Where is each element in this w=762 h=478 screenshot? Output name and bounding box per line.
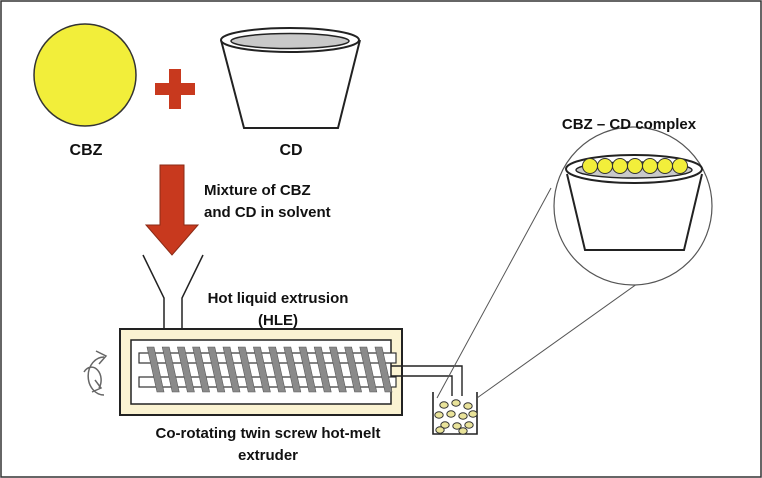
screw-flight <box>298 346 317 393</box>
screw-flight <box>283 346 302 393</box>
pellet <box>458 427 468 435</box>
cbz-molecule <box>657 158 673 174</box>
complex-zoom-circle <box>553 126 713 286</box>
hle-label-line2: (HLE) <box>258 312 298 329</box>
hle-label-line1: Hot liquid extrusion <box>208 290 349 307</box>
pellet <box>446 410 456 418</box>
cbz-molecule <box>612 158 628 174</box>
cbz-molecule <box>582 158 598 174</box>
pellet <box>463 402 473 410</box>
screw-flight <box>268 346 286 393</box>
screw-flight <box>146 346 165 393</box>
pellet <box>451 399 461 407</box>
cyclodextrin-cup <box>220 27 361 129</box>
down-arrow-icon <box>144 164 200 256</box>
screw-flight <box>207 346 226 393</box>
pellet <box>439 401 449 409</box>
screw-flight <box>177 346 195 393</box>
screw-flight <box>329 346 347 393</box>
screw-flight <box>161 346 180 393</box>
cbz-molecule <box>627 158 643 174</box>
pellet <box>434 411 444 419</box>
feed-funnel <box>142 254 204 330</box>
pellet <box>435 426 445 434</box>
cbz-molecule <box>597 158 613 174</box>
mixture-label-line2: and CD in solvent <box>204 204 331 221</box>
plus-icon <box>155 69 195 109</box>
cbz-molecule <box>672 158 688 174</box>
extruder-label-line1: Co-rotating twin screw hot-melt <box>156 425 381 442</box>
screw-flight <box>192 346 210 393</box>
mixture-label-line1: Mixture of CBZ <box>204 182 311 199</box>
pellet <box>452 422 462 430</box>
pellet <box>468 410 478 418</box>
pellet <box>458 412 468 420</box>
cbz-molecule <box>642 158 658 174</box>
cbz-sphere <box>33 23 137 127</box>
pellet <box>464 421 474 429</box>
screw-flight <box>253 346 271 393</box>
rotation-arrows-icon <box>83 350 108 396</box>
outlet-pipe <box>391 365 463 396</box>
screw-flight <box>313 346 332 393</box>
twin-screws <box>138 346 397 393</box>
pellet <box>440 421 450 429</box>
screw-flight <box>344 346 362 393</box>
cbz-label: CBZ <box>70 142 103 159</box>
complex-label: CBZ – CD complex <box>562 116 697 133</box>
screw-flight <box>359 346 378 393</box>
screw-flight <box>237 346 256 393</box>
cd-label: CD <box>279 142 302 159</box>
screw-flight <box>374 346 393 393</box>
extruder-label-line2: extruder <box>238 447 298 464</box>
collection-beaker <box>432 392 478 435</box>
screw-flight <box>222 346 241 393</box>
